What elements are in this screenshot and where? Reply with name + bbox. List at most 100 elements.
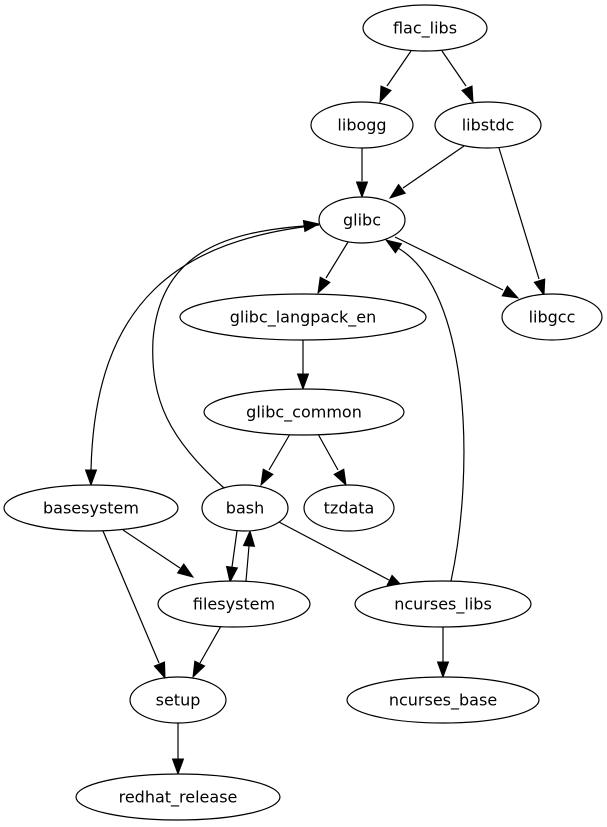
arrowhead-icon [333,468,347,487]
arrowhead-icon [260,468,274,487]
node-ncurses-base: ncurses_base [346,676,540,724]
node-libogg: libogg [310,101,414,149]
edge-line [122,529,181,569]
node-setup: setup [129,676,227,724]
edge-line [441,50,467,87]
arrowhead-icon [242,529,256,547]
edge-line [402,145,465,189]
edge-line [268,433,291,471]
edge-filesystem-to-bash [242,529,256,582]
node-libgcc: libgcc [501,293,603,341]
node-shape [434,101,542,149]
node-label: glibc_langpack_en [230,308,377,328]
arrowhead-icon [384,239,403,254]
node-label: libogg [337,116,386,135]
node-filesystem: filesystem [157,580,311,628]
edge-libogg-to-glibc [355,148,369,199]
node-shape [318,196,406,244]
edge-line [90,224,320,471]
arrowhead-icon [317,276,331,295]
node-libstdc: libstdc [434,101,542,149]
node-shape [310,101,414,149]
arrowhead-icon [153,661,166,680]
node-label: ncurses_base [389,691,497,711]
edge-filesystem-to-setup [192,625,222,679]
node-bash: bash [201,484,289,532]
node-shape [157,580,311,628]
node-label: basesystem [43,499,139,518]
edge-glibc-langpack-en-to-glibc-common [296,340,310,391]
node-label: ncurses_libs [394,595,492,615]
edge-line [278,521,390,581]
node-label: libgcc [529,308,576,327]
edges-layer [84,50,546,776]
node-label: flac_libs [393,19,457,39]
node-shape [354,580,532,628]
node-label: tzdata [324,499,375,518]
node-label: glibc_common [246,403,362,423]
node-shape [75,773,281,821]
node-glibc-common: glibc_common [203,388,405,436]
edge-line [325,241,349,279]
edge-glibc-common-to-bash [260,433,291,487]
arrowhead-icon [192,660,206,679]
edge-bash-to-ncurses-libs [278,521,405,588]
edge-line [394,236,504,291]
arrowhead-icon [379,85,392,104]
arrowhead-icon [84,469,98,487]
arrowhead-icon [176,563,195,578]
edge-line [245,545,250,582]
edge-glibc-to-glibc-langpack-en [317,241,349,295]
edge-bash-to-glibc [152,219,321,489]
node-shape [201,484,289,532]
node-shape [303,484,395,532]
arrowhead-icon [501,285,520,299]
edge-ncurses-libs-to-ncurses-base [436,627,450,679]
arrowhead-icon [171,758,185,776]
arrowhead-icon [355,181,369,199]
node-label: glibc [343,211,381,230]
arrowhead-icon [533,278,546,297]
edge-libstdc-to-glibc [388,145,465,199]
node-label: redhat_release [119,788,238,808]
node-label: filesystem [193,595,275,614]
node-label: bash [226,499,264,518]
node-shape [129,676,227,724]
edge-line [498,147,540,280]
node-glibc: glibc [318,196,406,244]
edge-basesystem-to-setup [102,530,166,680]
edge-setup-to-redhat-release [171,723,185,776]
node-shape [203,388,405,436]
edge-line [152,225,305,489]
edge-line [386,50,412,87]
node-shape [179,293,427,341]
edge-line [102,530,160,664]
edge-glibc-to-libgcc [394,236,520,299]
arrowhead-icon [388,183,407,199]
node-ncurses-libs: ncurses_libs [354,580,532,628]
edge-flac-libs-to-libstdc [441,50,474,104]
edge-line [231,530,238,568]
node-shape [346,676,540,724]
node-flac-libs: flac_libs [362,4,488,52]
node-label: setup [156,691,201,710]
arrowhead-icon [296,373,310,391]
node-basesystem: basesystem [3,484,179,532]
edge-glibc-common-to-tzdata [317,433,347,487]
edge-libstdc-to-libgcc [498,147,546,297]
node-tzdata: tzdata [303,484,395,532]
edge-line [317,433,339,471]
arrowhead-icon [461,85,474,104]
node-redhat-release: redhat_release [75,773,281,821]
node-shape [501,293,603,341]
node-glibc-langpack-en: glibc_langpack_en [179,293,427,341]
node-label: libstdc [462,116,515,135]
arrowhead-icon [436,661,450,679]
edge-bash-to-filesystem [225,530,239,584]
edge-line [397,247,465,582]
arrowhead-icon [225,565,239,584]
edge-basesystem-to-filesystem [122,529,195,578]
arrowhead-icon [302,219,321,233]
